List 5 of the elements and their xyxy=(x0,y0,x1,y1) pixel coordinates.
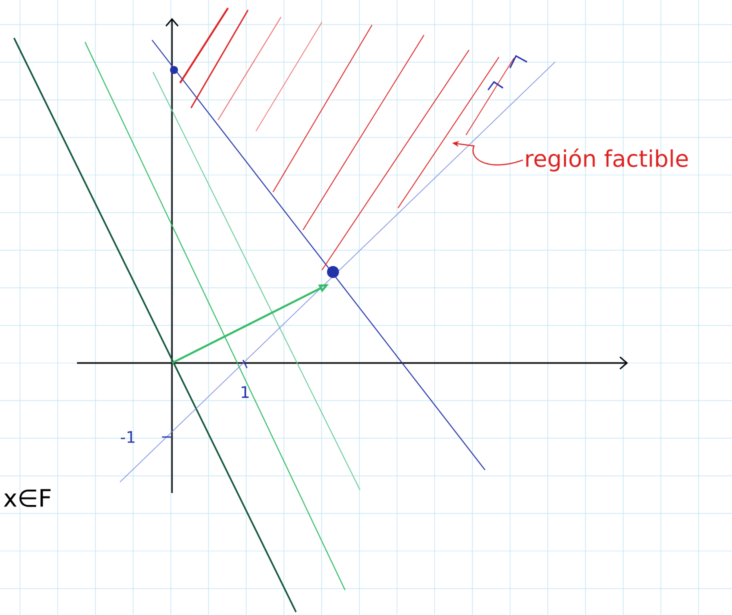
axis-label: x∈F xyxy=(4,489,51,507)
axis-label: 1 xyxy=(242,386,249,398)
handwritten-label: región factible xyxy=(526,148,688,172)
hatched-region-drawing xyxy=(179,8,500,270)
axis-label: -1 xyxy=(120,431,134,443)
